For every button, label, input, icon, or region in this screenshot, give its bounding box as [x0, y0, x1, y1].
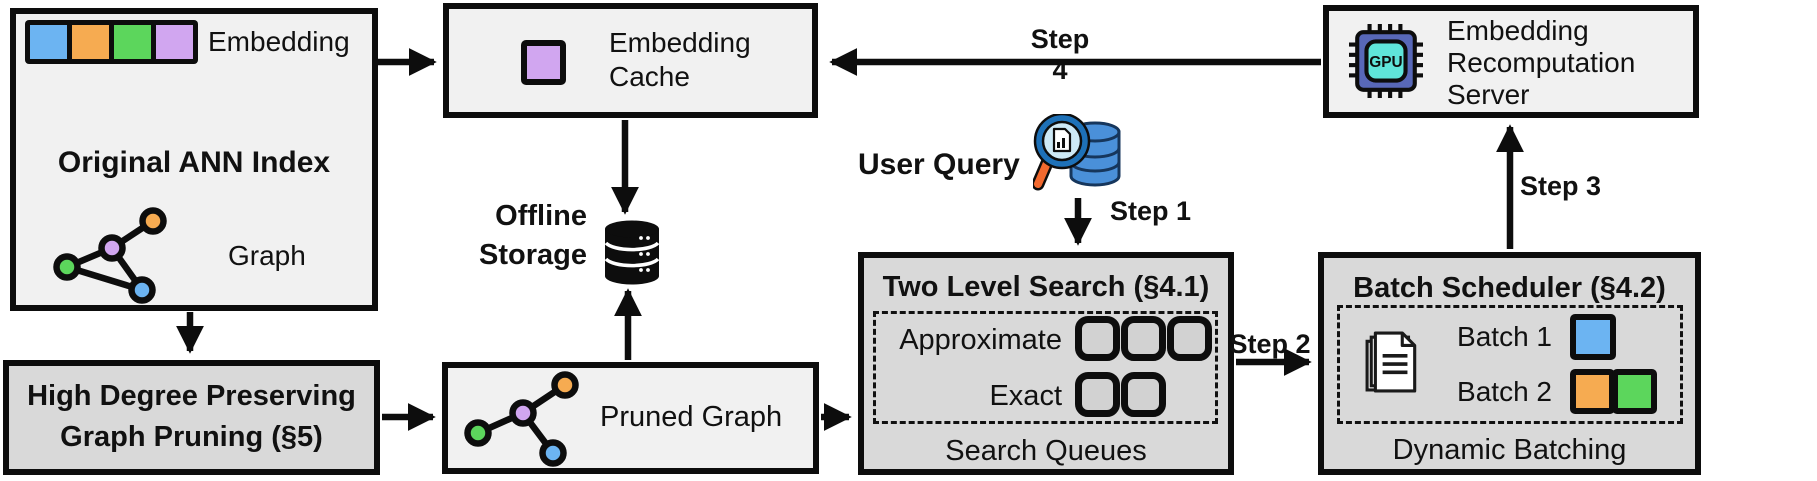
gpu-text: GPU [1369, 54, 1402, 71]
step1-label: Step 1 [1110, 196, 1192, 226]
embedding-cell-blue [30, 25, 67, 59]
magnifier-icon [1033, 114, 1091, 191]
queue-slot [1121, 316, 1166, 361]
graph-pruning-box: High Degree Preserving Graph Pruning (§5… [3, 360, 380, 475]
approximate-label: Approximate [899, 324, 1062, 356]
recomputation-server-title: Embedding Recomputation Server [1447, 15, 1636, 110]
original-ann-index-title: Original ANN Index [57, 146, 331, 179]
graph-pruning-title: High Degree Preserving Graph Pruning (§5… [27, 380, 356, 453]
embedding-label: Embedding [208, 26, 350, 57]
queue-slot [1121, 372, 1166, 417]
documents-stack-icon [1365, 331, 1417, 393]
dynamic-batching-caption: Dynamic Batching [1392, 434, 1627, 466]
two-level-search-title: Two Level Search (§4.1) [882, 271, 1210, 303]
batch1-square-blue [1570, 314, 1616, 360]
batch2-square-orange [1570, 369, 1615, 414]
step4-label: Step 4 [1030, 24, 1090, 85]
batch2-square-green [1612, 369, 1657, 414]
search-queues-caption: Search Queues [945, 435, 1147, 467]
approximate-queue-slots [1075, 316, 1212, 361]
search-queues-dashed-border [873, 311, 1218, 424]
user-query-icon [1033, 114, 1121, 191]
dynamic-batching-dashed-border [1337, 305, 1683, 424]
step2-label: Step 2 [1229, 329, 1311, 359]
two-level-search-box: Two Level Search (§4.1) Approximate Exac… [858, 252, 1234, 475]
batch-scheduler-box: Batch Scheduler (§4.2) Batch 1 Batch 2 D… [1318, 252, 1701, 475]
flow-arrows [176, 48, 1524, 431]
queue-slot [1075, 316, 1120, 361]
batch2-label: Batch 2 [1457, 376, 1552, 407]
batch1-label: Batch 1 [1457, 321, 1552, 352]
user-query-label: User Query [858, 148, 1020, 181]
pruned-graph-label: Pruned Graph [600, 401, 783, 433]
batch-scheduler-title: Batch Scheduler (§4.2) [1353, 272, 1666, 304]
queue-slot [1075, 372, 1120, 417]
graph-label: Graph [228, 240, 306, 271]
recomputation-server-box: GPU Embedding Recomputation Server [1323, 5, 1699, 118]
pruned-graph-box: Pruned Graph [442, 362, 819, 474]
exact-label: Exact [989, 380, 1062, 412]
embedding-cell-purple [156, 25, 193, 59]
cached-embedding-square [521, 40, 566, 85]
original-ann-index-box: Embedding Original ANN Index Graph [10, 8, 378, 311]
exact-queue-slots [1075, 372, 1166, 417]
embedding-cell-green [114, 25, 151, 59]
gpu-chip-icon: GPU [1349, 24, 1423, 98]
embedding-cache-title: Embedding Cache [609, 27, 751, 92]
step3-label: Step 3 [1520, 171, 1602, 201]
embedding-cell-orange [72, 25, 109, 59]
offline-storage-icon [604, 220, 660, 285]
embedding-vector-strip [25, 20, 198, 64]
queue-slot [1167, 316, 1212, 361]
chip-pins [1349, 24, 1423, 98]
embedding-cache-box: Embedding Cache [443, 3, 818, 118]
offline-storage-label: Offline Storage [479, 200, 587, 271]
document-glyph [1052, 127, 1072, 153]
